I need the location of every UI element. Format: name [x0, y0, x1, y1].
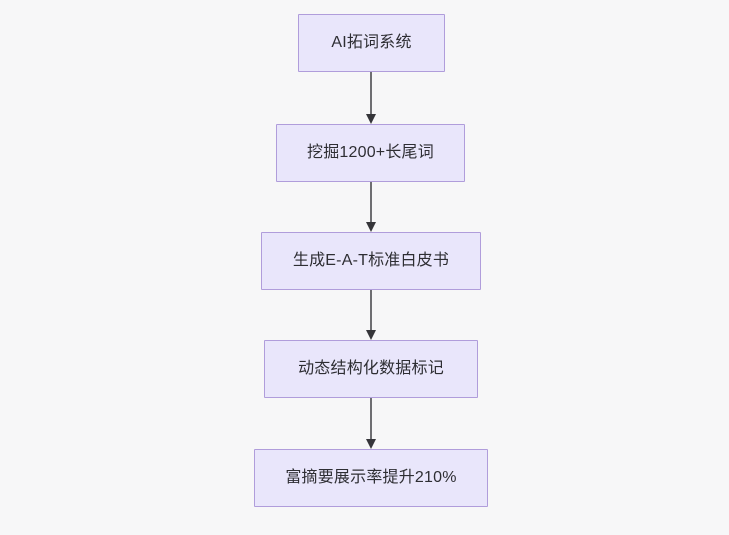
- edge-node2-to-node3: [366, 182, 376, 232]
- node-label: 动态结构化数据标记: [298, 360, 444, 377]
- edge-node1-to-node2: [366, 72, 376, 124]
- flowchart-node-rich-snippet-result[interactable]: 富摘要展示率提升210%: [254, 449, 488, 507]
- node-label: 挖掘1200+长尾词: [307, 144, 434, 161]
- flowchart-node-structured-data-markup[interactable]: 动态结构化数据标记: [264, 340, 478, 398]
- flowchart-node-eat-whitepaper[interactable]: 生成E-A-T标准白皮书: [261, 232, 481, 290]
- node-label: 富摘要展示率提升210%: [285, 469, 457, 486]
- flowchart-node-longtail-mining[interactable]: 挖掘1200+长尾词: [276, 124, 465, 182]
- edge-node4-to-node5: [366, 398, 376, 449]
- node-label: AI拓词系统: [331, 34, 412, 51]
- edge-node3-to-node4: [366, 290, 376, 340]
- node-label: 生成E-A-T标准白皮书: [292, 252, 450, 269]
- flowchart-node-ai-keyword-system[interactable]: AI拓词系统: [298, 14, 445, 72]
